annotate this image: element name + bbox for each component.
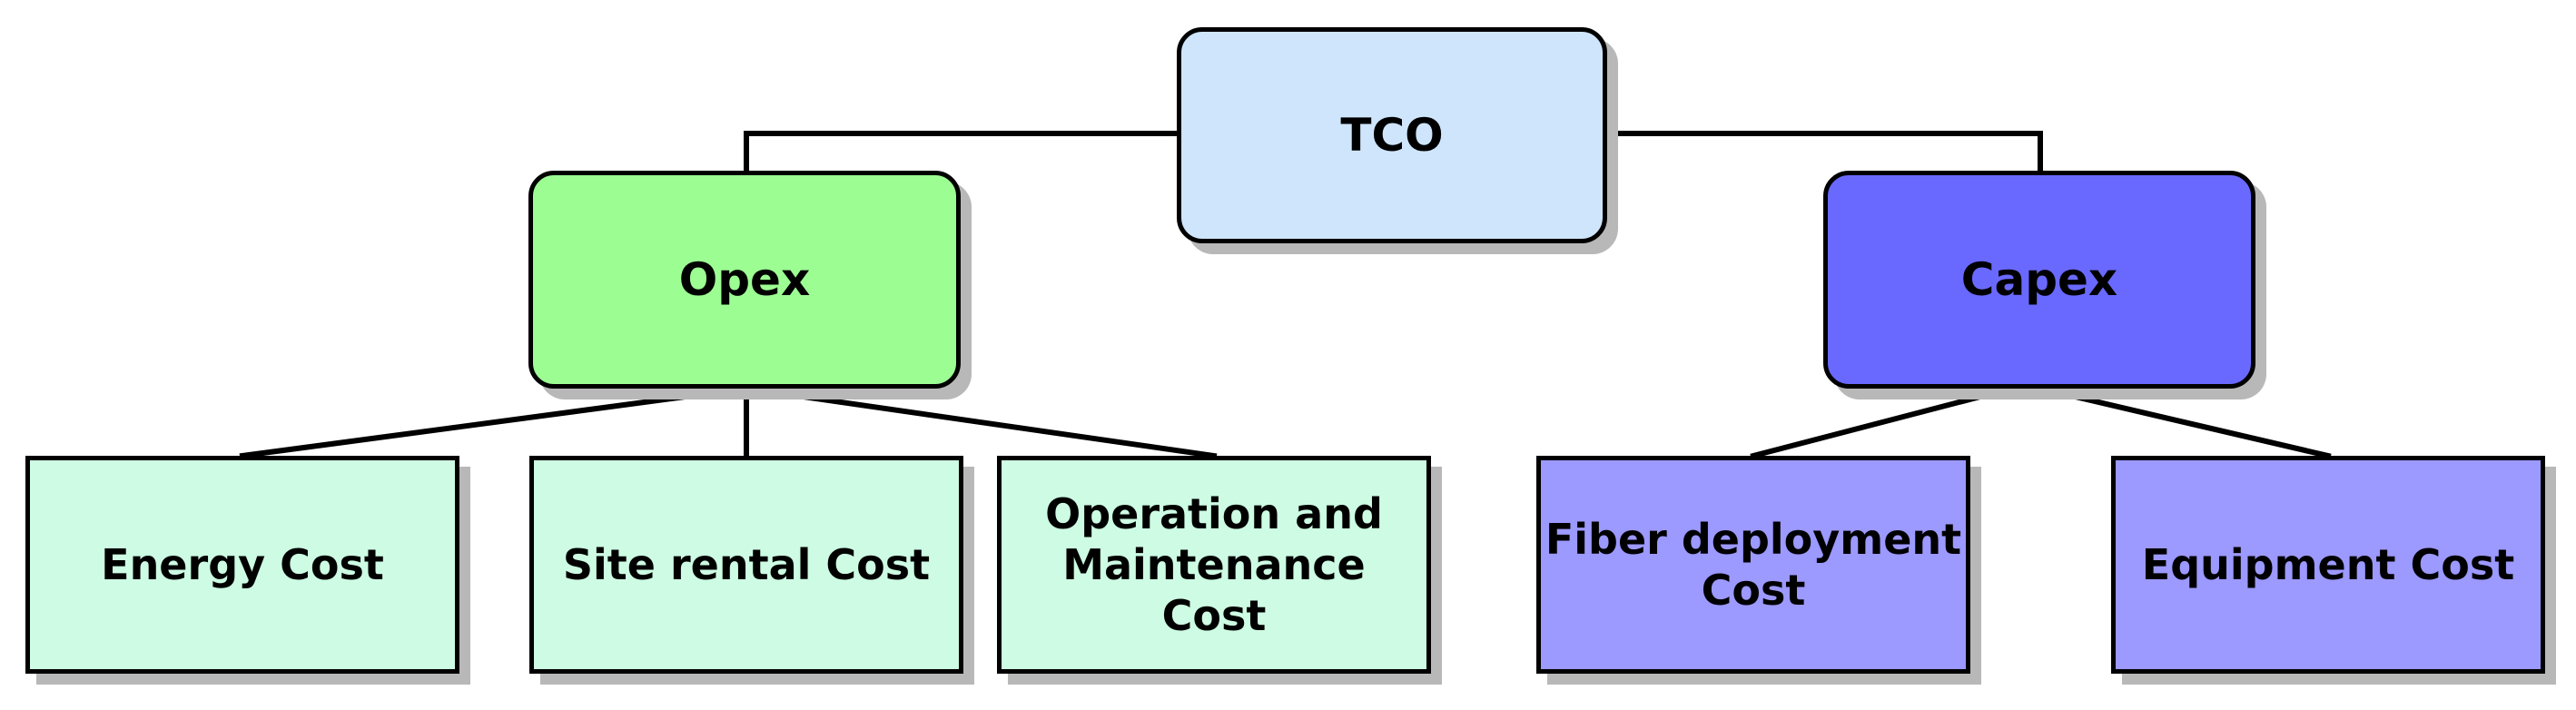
leaf-fiber-deployment-cost: Fiber deployment Cost: [1536, 456, 1970, 674]
connector-opex-to-energy: [239, 385, 750, 459]
node-opex: Opex: [528, 171, 961, 389]
leaf-operation-maintenance-cost-label: Operation and Maintenance Cost: [1045, 488, 1383, 641]
connector-tco-to-capex: [1604, 131, 2043, 173]
leaf-energy-cost-label: Energy Cost: [101, 539, 384, 589]
connector-tco-to-opex: [744, 131, 1179, 173]
connector-capex-to-equipment: [2037, 385, 2332, 459]
leaf-site-rental-cost: Site rental Cost: [529, 456, 963, 674]
leaf-equipment-cost: Equipment Cost: [2111, 456, 2545, 674]
connector-opex-to-om: [743, 385, 1218, 459]
node-capex-label: Capex: [1960, 252, 2118, 306]
leaf-equipment-cost-label: Equipment Cost: [2141, 539, 2515, 589]
node-tco: TCO: [1177, 27, 1607, 243]
connector-capex-to-fiber: [1750, 385, 2015, 459]
leaf-energy-cost: Energy Cost: [25, 456, 459, 674]
leaf-site-rental-cost-label: Site rental Cost: [562, 539, 931, 589]
leaf-fiber-deployment-cost-label: Fiber deployment Cost: [1545, 514, 1962, 615]
node-tco-label: TCO: [1340, 108, 1444, 162]
node-capex: Capex: [1823, 171, 2255, 389]
leaf-operation-maintenance-cost: Operation and Maintenance Cost: [997, 456, 1431, 674]
node-opex-label: Opex: [678, 252, 811, 306]
